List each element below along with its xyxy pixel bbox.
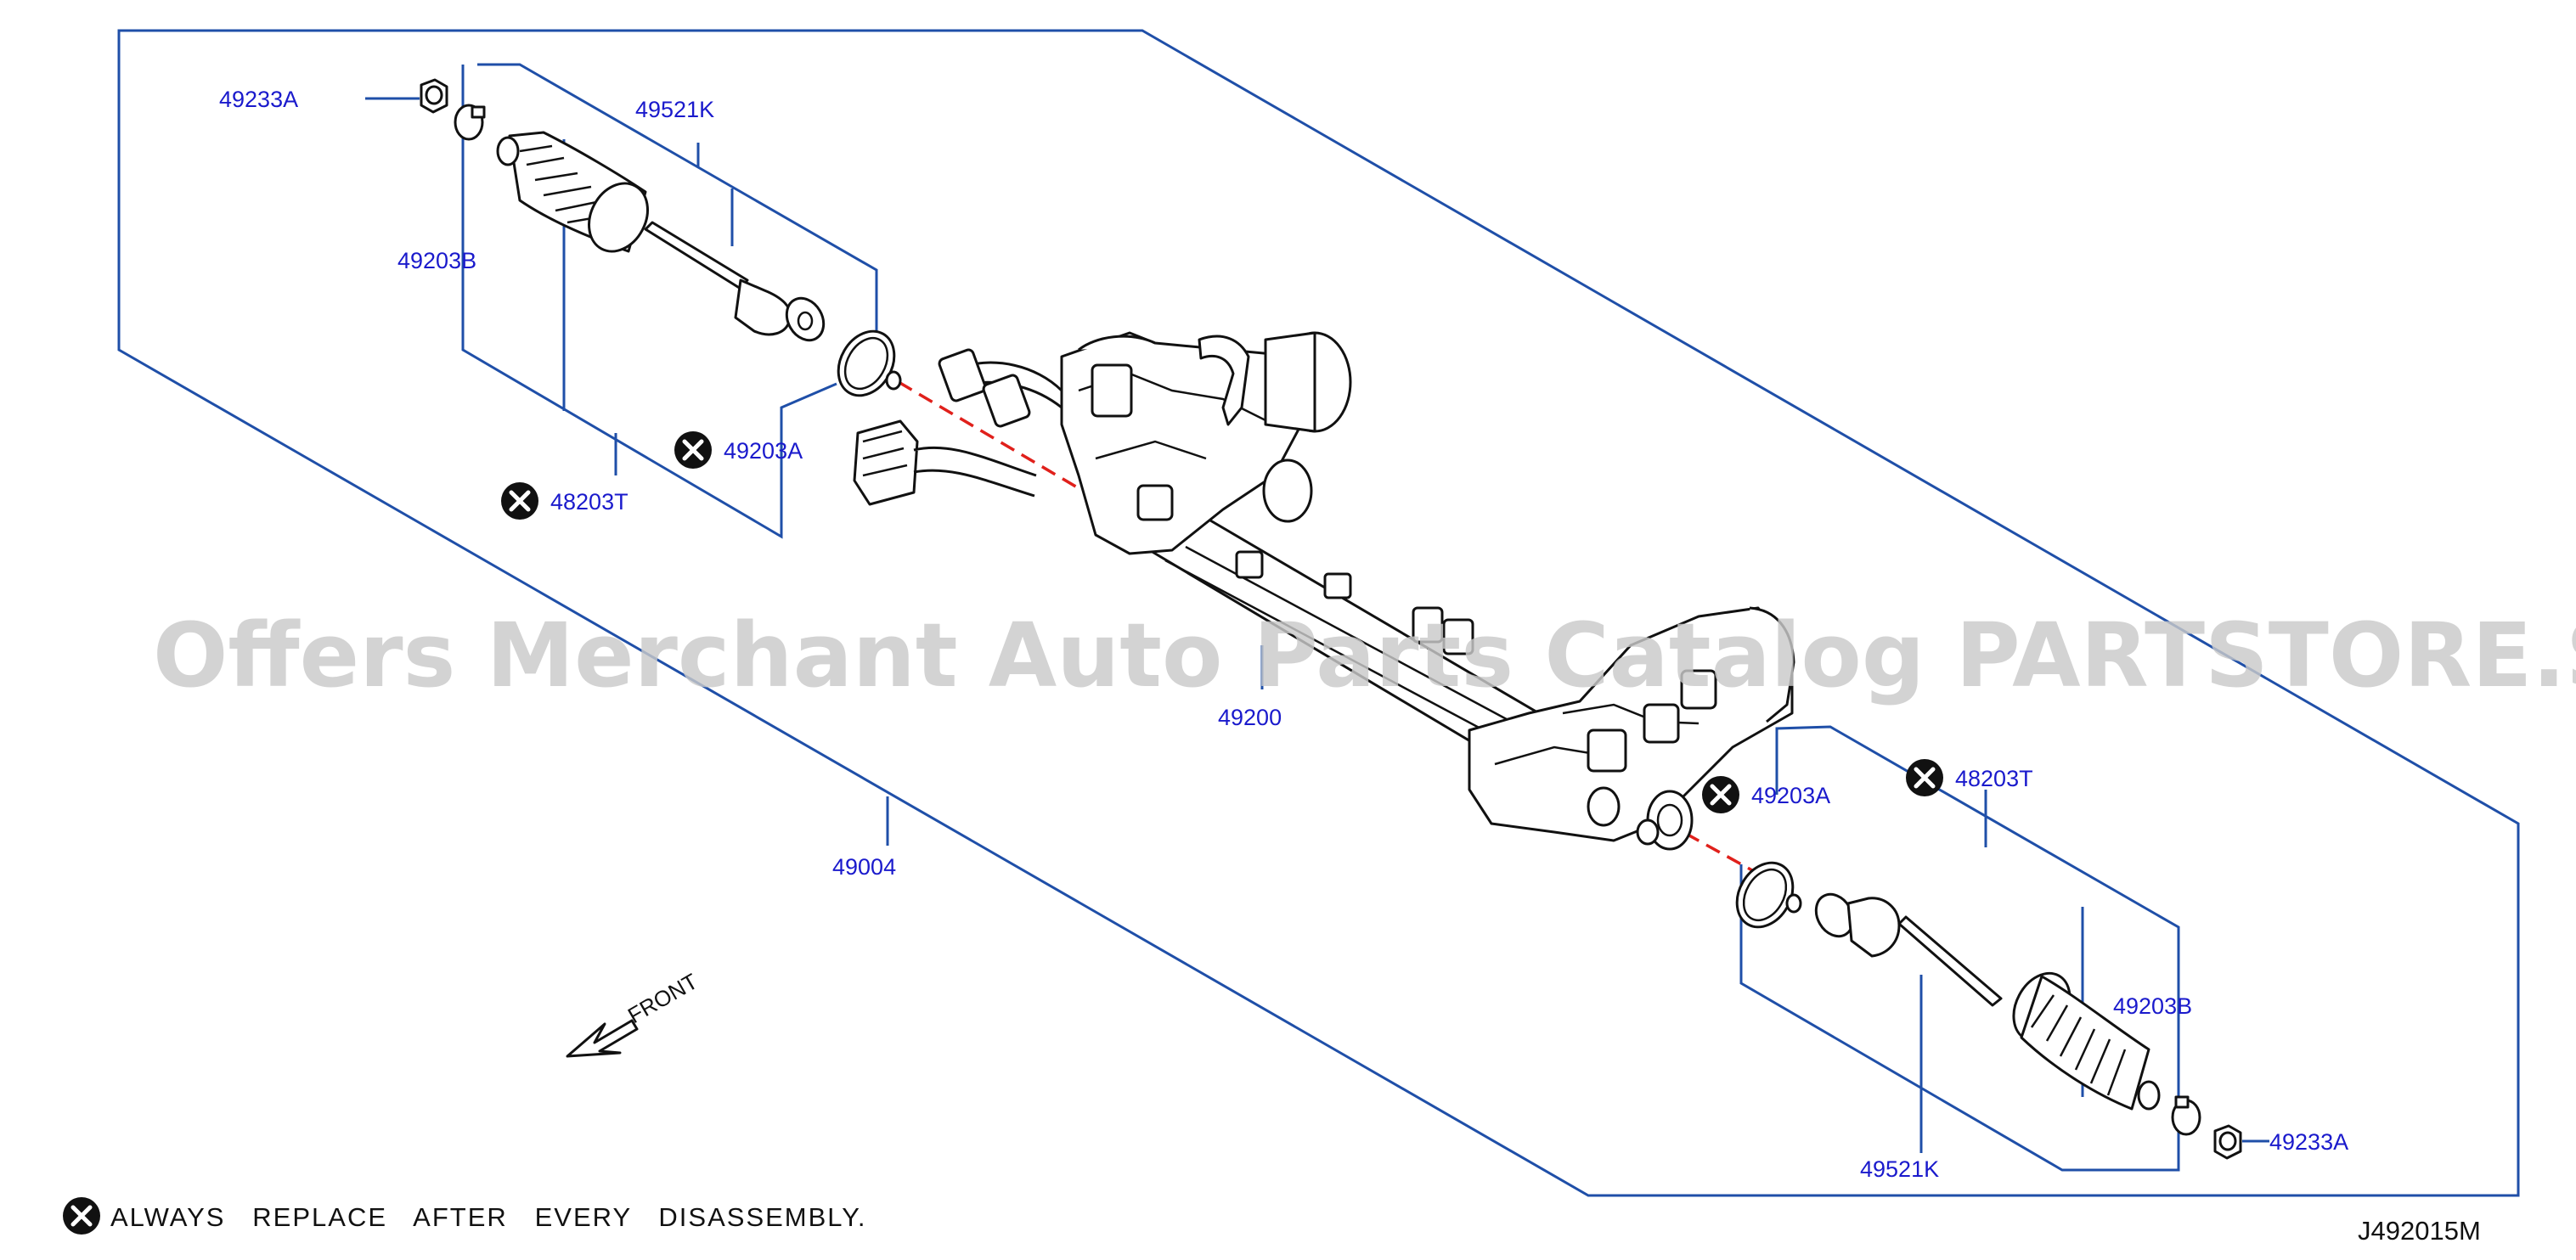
- replace-icon-note: [63, 1197, 100, 1235]
- assembly-frame: [117, 29, 2520, 1197]
- label-49203A-left[interactable]: 49203A: [724, 438, 803, 464]
- right-nut: [2213, 1124, 2242, 1160]
- diagram-code: J492015M: [2358, 1216, 2481, 1246]
- left-tie-rod: [644, 221, 826, 342]
- label-49203B-left[interactable]: 49203B: [397, 248, 476, 273]
- left-nut: [420, 78, 448, 114]
- steering-gear-housing: [853, 331, 1795, 851]
- replace-icon-49203A-right: [1702, 776, 1739, 813]
- centerline-left: [898, 380, 1098, 501]
- label-48203T-left[interactable]: 48203T: [550, 489, 628, 515]
- label-49521K-top[interactable]: 49521K: [635, 97, 714, 122]
- right-clamp-small: [2171, 1095, 2201, 1136]
- right-boot: [2012, 971, 2161, 1111]
- label-49203A-right[interactable]: 49203A: [1751, 783, 1830, 808]
- replace-icon-49203A-left: [674, 431, 712, 469]
- label-49233A-right[interactable]: 49233A: [2269, 1129, 2348, 1155]
- label-49200[interactable]: 49200: [1218, 705, 1282, 730]
- replace-icon-48203T-right: [1906, 759, 1943, 796]
- right-tie-rod: [1814, 892, 2003, 1007]
- left-boot: [496, 131, 649, 253]
- left-o-ring: [837, 329, 902, 397]
- label-49233A-left[interactable]: 49233A: [219, 87, 298, 112]
- replace-icon-48203T-left: [501, 482, 538, 520]
- watermark: Offers Merchant Auto Parts Catalog PARTS…: [153, 604, 2576, 707]
- replace-note: ALWAYS REPLACE AFTER EVERY DISASSEMBLY.: [110, 1202, 867, 1232]
- front-label: FRONT: [623, 968, 702, 1028]
- right-o-ring: [1735, 861, 1802, 929]
- left-clamp-small: [454, 104, 486, 141]
- label-49203B-right[interactable]: 49203B: [2113, 993, 2192, 1019]
- front-arrow-icon: [566, 1019, 639, 1058]
- label-48203T-right[interactable]: 48203T: [1955, 766, 2033, 791]
- centerline-right: [1664, 820, 1761, 876]
- label-49521K-bottom[interactable]: 49521K: [1860, 1156, 1939, 1182]
- label-49004[interactable]: 49004: [832, 854, 896, 880]
